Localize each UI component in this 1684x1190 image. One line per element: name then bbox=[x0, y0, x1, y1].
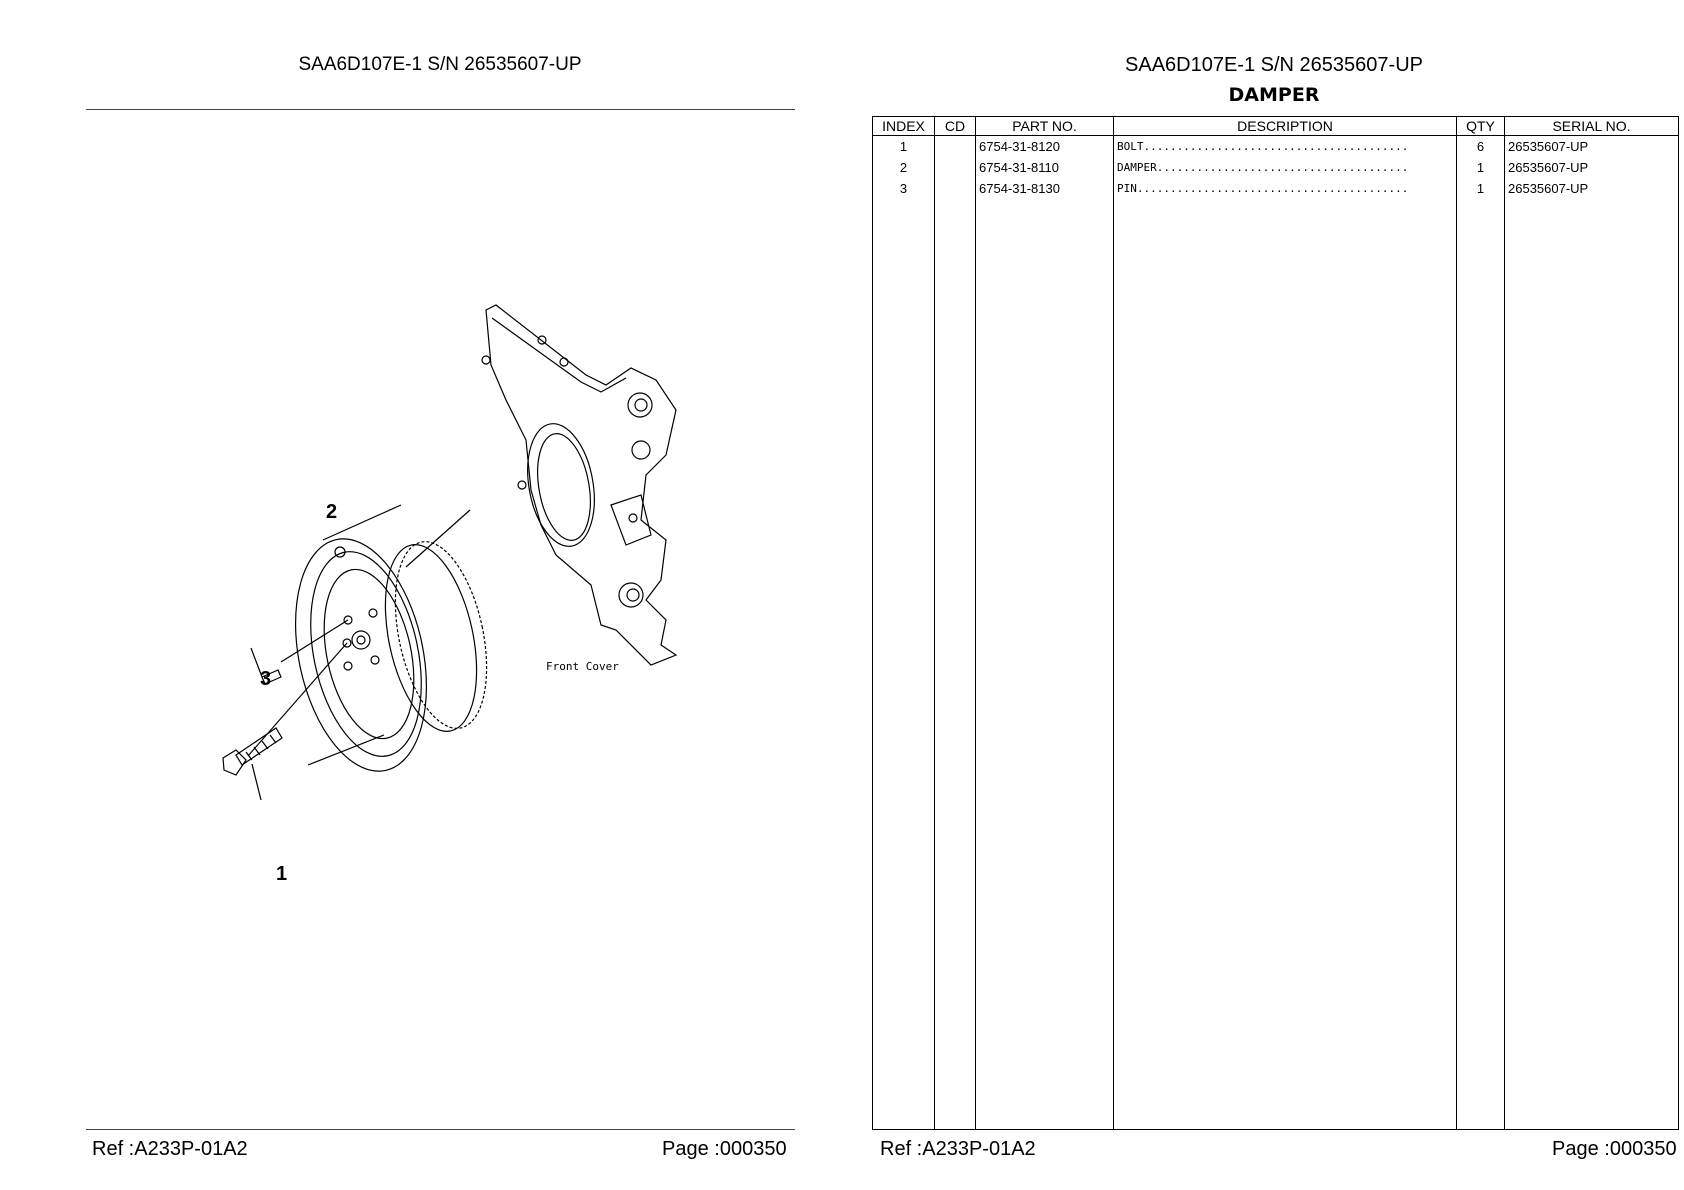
right-page-number: Page :000350 bbox=[1552, 1138, 1677, 1160]
left-header-rule bbox=[86, 109, 795, 110]
header-qty: QTY bbox=[1456, 116, 1505, 136]
callout-1: 1 bbox=[276, 863, 287, 885]
damper-pulley-drawing bbox=[247, 504, 488, 772]
cell-qty: 1 bbox=[1456, 157, 1505, 178]
header-index: INDEX bbox=[872, 116, 935, 136]
table-header-row: INDEX CD PART NO. DESCRIPTION QTY SERIAL… bbox=[872, 116, 1679, 136]
callout-3: 3 bbox=[260, 668, 271, 690]
cell-cd bbox=[934, 178, 976, 199]
front-cover-drawing bbox=[405, 304, 678, 666]
bolt-drawing bbox=[222, 727, 283, 801]
header-description: DESCRIPTION bbox=[1113, 116, 1457, 136]
left-footer-rule bbox=[86, 1129, 795, 1130]
table-row: 2 6754-31-8110 DAMPER...................… bbox=[872, 157, 1679, 178]
cell-cd bbox=[934, 157, 976, 178]
right-page-title: SAA6D107E-1 S/N 26535607-UP bbox=[1125, 54, 1423, 76]
table-filler-row bbox=[872, 199, 1679, 1130]
header-cd: CD bbox=[934, 116, 976, 136]
cell-index: 1 bbox=[872, 135, 935, 157]
cell-serial: 26535607-UP bbox=[1504, 157, 1679, 178]
cell-description: BOLT....................................… bbox=[1113, 135, 1457, 157]
cell-description: DAMPER..................................… bbox=[1113, 157, 1457, 178]
cell-serial: 26535607-UP bbox=[1504, 135, 1679, 157]
table-row: 3 6754-31-8130 PIN......................… bbox=[872, 178, 1679, 199]
cell-part-no: 6754-31-8130 bbox=[975, 178, 1114, 199]
right-ref-label: Ref :A233P-01A2 bbox=[880, 1138, 1036, 1160]
cell-index: 2 bbox=[872, 157, 935, 178]
cell-description: PIN.....................................… bbox=[1113, 178, 1457, 199]
section-title: DAMPER bbox=[1228, 84, 1320, 106]
cell-cd bbox=[934, 135, 976, 157]
cell-index: 3 bbox=[872, 178, 935, 199]
left-page-title: SAA6D107E-1 S/N 26535607-UP bbox=[298, 54, 582, 75]
header-serial-no: SERIAL NO. bbox=[1504, 116, 1679, 136]
table-row: 1 6754-31-8120 BOLT.....................… bbox=[872, 135, 1679, 157]
parts-table: INDEX CD PART NO. DESCRIPTION QTY SERIAL… bbox=[872, 116, 1679, 1130]
cell-serial: 26535607-UP bbox=[1504, 178, 1679, 199]
header-part-no: PART NO. bbox=[975, 116, 1114, 136]
left-ref-label: Ref :A233P-01A2 bbox=[92, 1138, 248, 1160]
damper-exploded-diagram: 2 3 1 Front Cover bbox=[222, 304, 678, 885]
left-page-number: Page :000350 bbox=[662, 1138, 787, 1160]
cell-qty: 6 bbox=[1456, 135, 1505, 157]
cell-qty: 1 bbox=[1456, 178, 1505, 199]
cell-part-no: 6754-31-8110 bbox=[975, 157, 1114, 178]
pin-drawing bbox=[250, 647, 282, 685]
cell-part-no: 6754-31-8120 bbox=[975, 135, 1114, 157]
callout-2: 2 bbox=[326, 501, 337, 523]
front-cover-label: Front Cover bbox=[546, 660, 619, 673]
